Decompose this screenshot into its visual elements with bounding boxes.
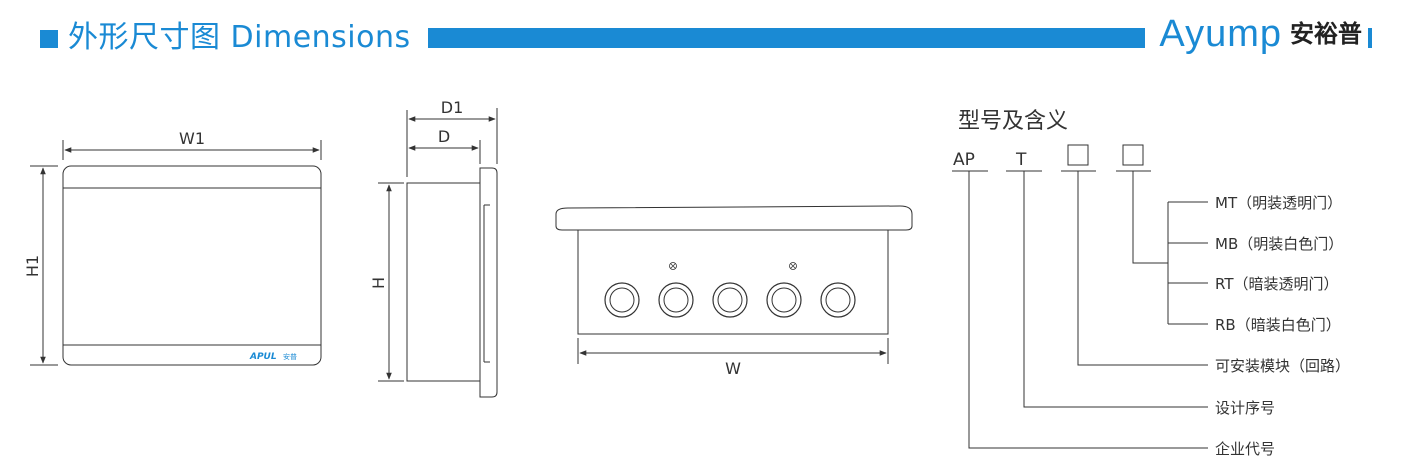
door-code-box bbox=[1122, 144, 1144, 166]
knockout-hole-inner bbox=[609, 287, 635, 313]
door-option-mt: MT（明装透明门） bbox=[1215, 194, 1342, 212]
title-bar bbox=[428, 28, 1372, 48]
door-option-rt: RT（暗装透明门） bbox=[1215, 275, 1339, 293]
d-label: D bbox=[438, 127, 450, 146]
w-label: W bbox=[725, 359, 741, 378]
knockout-hole-inner bbox=[663, 287, 689, 313]
module-leader-line bbox=[1077, 171, 1208, 366]
side-cover-outline bbox=[479, 167, 498, 398]
w1-label: W1 bbox=[179, 129, 205, 148]
design-label: 设计序号 bbox=[1215, 399, 1275, 417]
knockout-hole-outer bbox=[604, 282, 640, 318]
company-label: 企业代号 bbox=[1215, 440, 1275, 458]
brand-name-en: Ayump bbox=[1159, 13, 1282, 55]
side-body-outline bbox=[406, 182, 481, 382]
legend-title: 型号及含义 bbox=[958, 109, 1068, 134]
knockout-hole-inner bbox=[825, 287, 851, 313]
door-option-mb: MB（明装白色门） bbox=[1215, 235, 1343, 253]
h-label: H bbox=[369, 277, 388, 289]
module-label: 可安装模块（回路） bbox=[1215, 357, 1350, 375]
bottom-cover-outline bbox=[555, 205, 913, 231]
screw-icon bbox=[669, 262, 677, 270]
company-leader-line bbox=[968, 171, 1208, 449]
front-view bbox=[30, 140, 322, 366]
door-option-rb: RB（暗装白色门） bbox=[1215, 316, 1341, 334]
code-company: AP bbox=[953, 150, 975, 170]
knockout-holes bbox=[604, 282, 856, 318]
header-banner: 外形尺寸图 Dimensions Ayump 安裕普 bbox=[0, 0, 1402, 80]
module-code-box bbox=[1067, 144, 1089, 166]
page-title: 外形尺寸图 Dimensions bbox=[68, 20, 411, 55]
knockout-hole-outer bbox=[712, 282, 748, 318]
code-design: T bbox=[1015, 150, 1027, 170]
screw-icon bbox=[789, 262, 797, 270]
title-square-icon bbox=[40, 30, 58, 48]
knockout-hole-inner bbox=[717, 287, 743, 313]
front-logo-en: APUL bbox=[249, 352, 277, 362]
d1-label: D1 bbox=[441, 98, 464, 117]
model-legend-lines bbox=[952, 144, 1208, 449]
knockout-hole-outer bbox=[766, 282, 802, 318]
design-leader-line bbox=[1023, 171, 1208, 408]
bottom-body-outline bbox=[577, 229, 889, 335]
brand-logo: Ayump 安裕普 bbox=[1145, 12, 1368, 56]
side-view bbox=[378, 108, 498, 398]
knockout-hole-outer bbox=[658, 282, 694, 318]
bottom-view bbox=[555, 205, 913, 364]
h1-label: H1 bbox=[23, 255, 42, 277]
screw-holes bbox=[669, 262, 797, 270]
knockout-hole-inner bbox=[771, 287, 797, 313]
door-leader-line bbox=[1132, 171, 1168, 264]
front-logo-cn: 安普 bbox=[283, 352, 297, 361]
knockout-hole-outer bbox=[820, 282, 856, 318]
front-enclosure-outline bbox=[62, 165, 322, 366]
brand-name-cn: 安裕普 bbox=[1290, 20, 1362, 48]
